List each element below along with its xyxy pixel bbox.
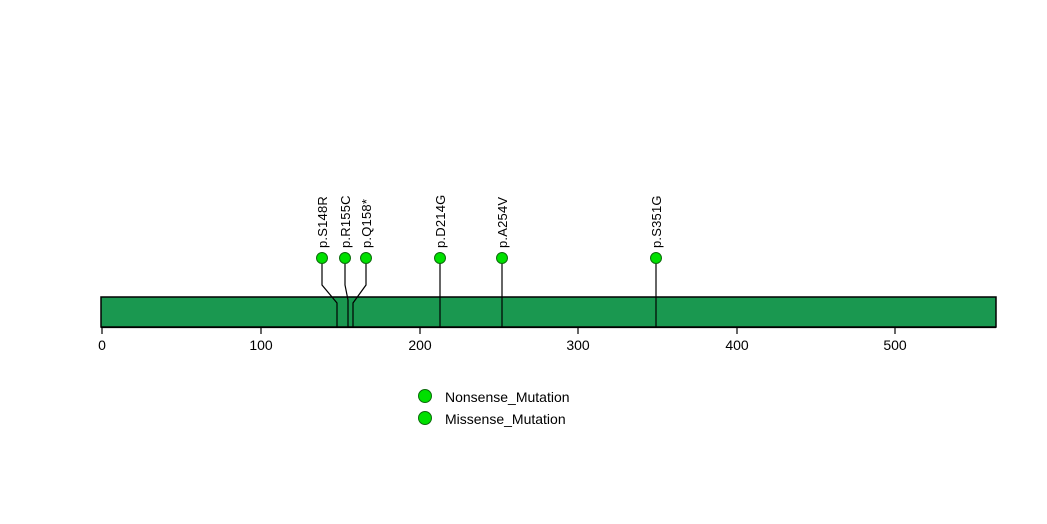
lollipop-label: p.S148R xyxy=(315,196,330,248)
legend-label: Missense_Mutation xyxy=(445,411,566,427)
lollipop-head[interactable] xyxy=(339,252,351,264)
lollipop-label: p.S351G xyxy=(649,195,664,248)
legend-marker-icon xyxy=(418,411,432,425)
lollipop-p-R155C[interactable]: p.R155C xyxy=(338,195,353,327)
lollipop-head[interactable] xyxy=(360,252,372,264)
lollipop-label: p.A254V xyxy=(495,197,510,248)
legend-item-missense[interactable]: Missense_Mutation xyxy=(418,411,566,427)
lollipop-p-S351G[interactable]: p.S351G xyxy=(649,195,664,327)
lollipop-label: p.Q158* xyxy=(359,199,374,248)
lollipop-label: p.R155C xyxy=(338,195,353,248)
lollipop-head[interactable] xyxy=(650,252,662,264)
axis-tick-500: 500 xyxy=(883,327,907,353)
legend: Nonsense_Mutation Missense_Mutation xyxy=(418,389,570,427)
axis-tick-label: 0 xyxy=(98,337,106,353)
legend-item-nonsense[interactable]: Nonsense_Mutation xyxy=(418,389,570,405)
legend-label: Nonsense_Mutation xyxy=(445,389,570,405)
axis-tick-label: 200 xyxy=(408,337,432,353)
axis-ticks: 0 100 200 300 400 500 xyxy=(98,327,907,353)
lollipop-stem xyxy=(344,263,349,327)
legend-marker-icon xyxy=(418,389,432,403)
axis-tick-0: 0 xyxy=(98,327,106,353)
lollipop-head[interactable] xyxy=(434,252,446,264)
axis-tick-label: 500 xyxy=(883,337,907,353)
axis-tick-label: 300 xyxy=(566,337,590,353)
lollipop-stem xyxy=(352,263,367,327)
axis-tick-label: 100 xyxy=(249,337,273,353)
lollipop-stem xyxy=(321,263,338,327)
axis-tick-100: 100 xyxy=(249,327,273,353)
lollipop-label: p.D214G xyxy=(433,195,448,248)
axis-tick-400: 400 xyxy=(725,327,749,353)
lollipop-head[interactable] xyxy=(496,252,508,264)
axis-tick-300: 300 xyxy=(566,327,590,353)
lollipop-head[interactable] xyxy=(316,252,328,264)
axis-tick-200: 200 xyxy=(408,327,432,353)
lollipop-p-S148R[interactable]: p.S148R xyxy=(315,196,338,327)
protein-bar xyxy=(100,296,997,328)
axis-tick-label: 400 xyxy=(725,337,749,353)
lollipop-p-D214G[interactable]: p.D214G xyxy=(433,195,448,327)
lollipop-p-A254V[interactable]: p.A254V xyxy=(495,197,510,327)
lollipop-p-Q158-stop[interactable]: p.Q158* xyxy=(352,199,374,327)
